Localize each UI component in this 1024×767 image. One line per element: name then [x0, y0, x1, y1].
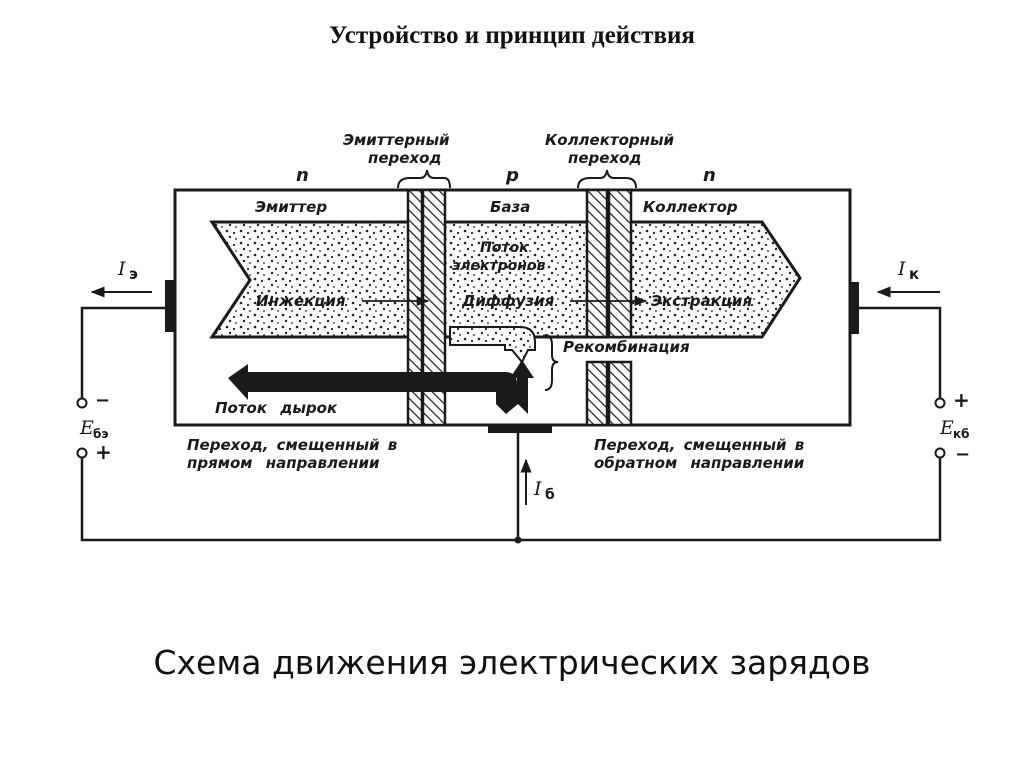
collector-contact: [850, 282, 859, 334]
eb-return-wire: [80, 458, 942, 542]
collector-junction-right-lower: [607, 360, 633, 427]
collector-junction-brace: [577, 169, 637, 189]
eb-source-symbol: E: [79, 417, 94, 439]
electron-flow-label-line2: электронов: [452, 258, 546, 274]
collector-junction-label-line2: переход: [568, 149, 642, 167]
emitter-contact: [165, 280, 175, 332]
slide-title: Устройство и принцип действия: [329, 22, 695, 49]
emitter-current-symbol: I: [117, 258, 126, 280]
collector-region-label: Коллектор: [643, 198, 738, 216]
recombination-brace: [544, 334, 559, 391]
forward-bias-note-line1: Переход, смещенный в: [187, 436, 397, 454]
collector-junction-label-line1: Коллекторный: [545, 131, 675, 149]
emitter-region-label: Эмиттер: [255, 198, 327, 216]
reverse-bias-note-line1: Переход, смещенный в: [594, 436, 804, 454]
base-region-label: База: [490, 198, 530, 216]
emitter-wire: [80, 306, 165, 398]
emitter-junction-label-line1: Эмиттерный: [343, 131, 450, 149]
base-type-label: p: [505, 165, 519, 186]
collector-junction-left-lower: [585, 360, 609, 427]
diffusion-label: Диффузия: [461, 292, 555, 310]
kb-terminal-top: [934, 397, 946, 409]
kb-source-subscript: кб: [953, 427, 970, 441]
hole-flow-label: Поток дырок: [215, 399, 338, 417]
collector-type-label: n: [703, 165, 716, 186]
base-current-subscript: б: [545, 487, 555, 503]
base-current-symbol: I: [533, 478, 542, 500]
eb-bottom-sign: +: [95, 440, 112, 464]
slide-caption: Схема движения электрических зарядов: [153, 643, 871, 682]
extraction-label: Экстракция: [651, 292, 752, 310]
kb-bottom-sign: −: [955, 444, 970, 465]
kb-source-symbol: E: [939, 417, 954, 439]
reverse-bias-note-line2: обратном направлении: [594, 454, 805, 472]
recombination-electron-path: [449, 326, 536, 364]
collector-current-symbol: I: [897, 258, 906, 280]
eb-top-sign: −: [95, 390, 110, 411]
eb-source-subscript: бэ: [93, 427, 109, 441]
collector-junction-left-upper: [585, 188, 609, 339]
base-junction-node: [514, 536, 522, 544]
hole-flow-arrow: [228, 360, 534, 414]
base-contact: [488, 425, 552, 433]
electron-flow-arrow: [209, 220, 802, 339]
eb-terminal-bottom: [76, 447, 88, 459]
emitter-type-label: n: [296, 165, 309, 186]
kb-top-sign: +: [953, 388, 970, 412]
recombination-label: Рекомбинация: [563, 338, 690, 356]
collector-junction-right-upper: [607, 188, 633, 339]
emitter-current-subscript: э: [129, 265, 138, 283]
forward-bias-note-line2: прямом направлении: [187, 454, 380, 472]
emitter-junction-brace: [397, 169, 451, 189]
eb-terminal-top: [76, 397, 88, 409]
electron-flow-label-line1: Поток: [480, 240, 529, 256]
injection-label: Инжекция: [256, 292, 346, 310]
kb-terminal-bottom: [934, 447, 946, 459]
collector-wire: [859, 306, 942, 398]
emitter-junction-label-line2: переход: [368, 149, 442, 167]
collector-current-subscript: к: [909, 265, 919, 283]
emitter-junction-right: [421, 188, 447, 427]
